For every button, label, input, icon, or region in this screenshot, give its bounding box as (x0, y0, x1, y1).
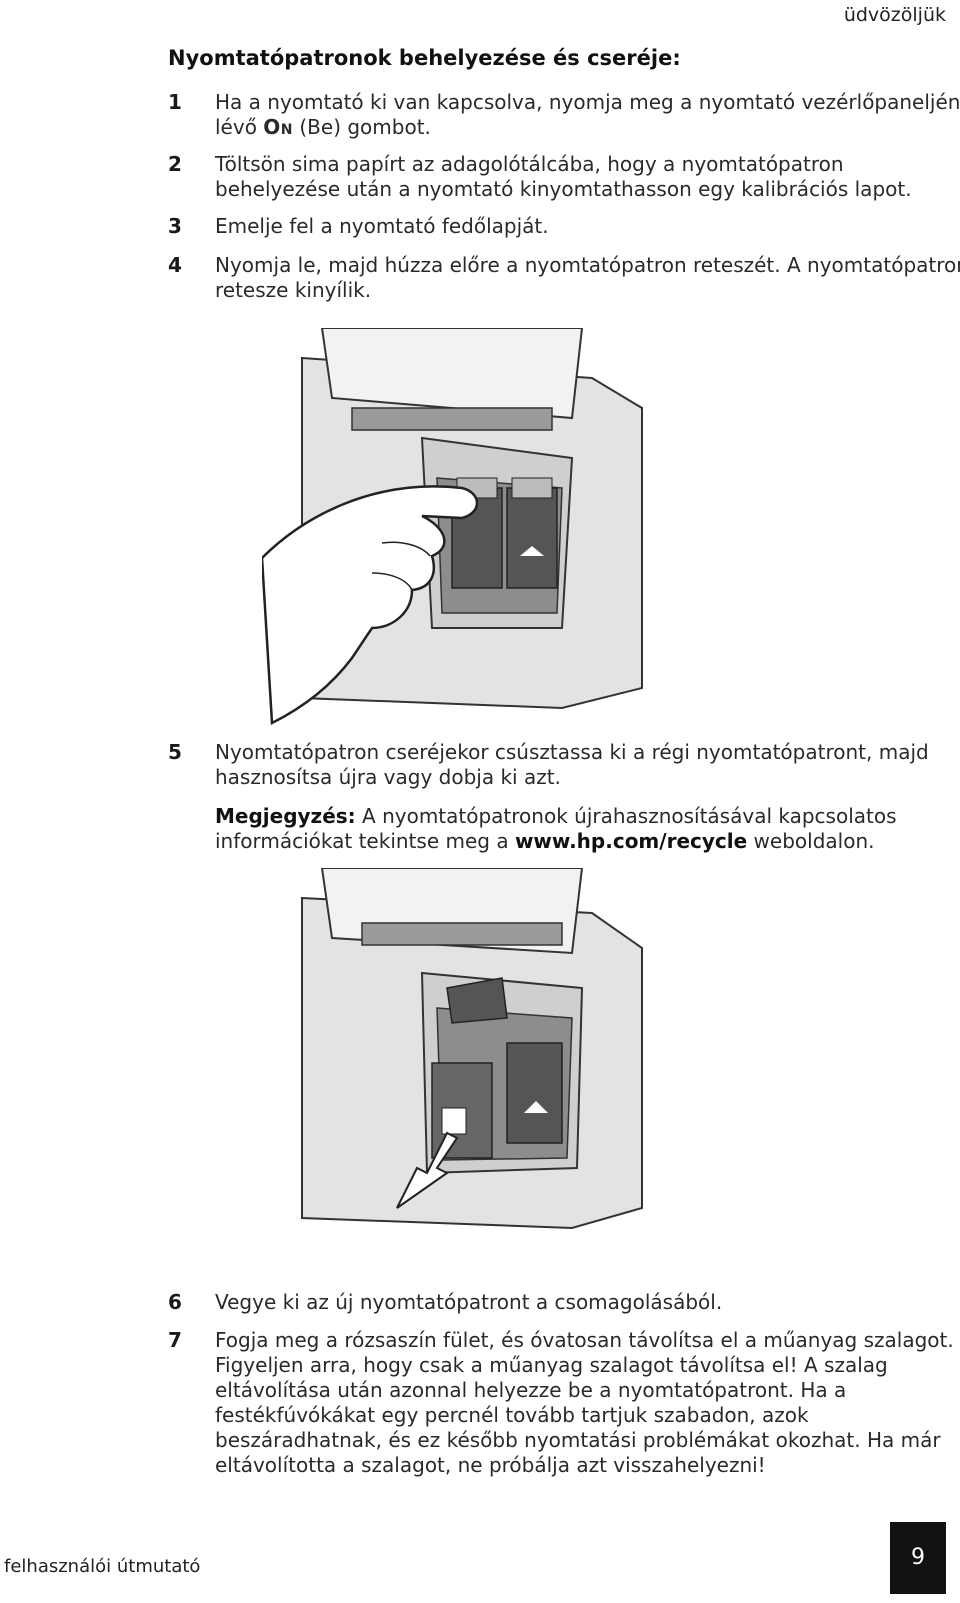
footer-guide-title: felhasználói útmutató (4, 1556, 201, 1577)
step-text: Vegye ki az új nyomtatópatront a csomago… (215, 1290, 723, 1314)
section-title: Nyomtatópatronok behelyezése és cseréje: (168, 46, 681, 70)
step-number: 7 (168, 1328, 182, 1352)
step-number: 4 (168, 253, 182, 277)
step-number: 5 (168, 740, 182, 764)
step-number: 3 (168, 214, 182, 238)
step-text: Fogja meg a rózsaszín fület, és óvatosan… (215, 1328, 954, 1477)
note-label: Megjegyzés: (215, 804, 356, 828)
on-key-label: On (263, 115, 294, 139)
cartridge-removal-illustration (301, 868, 643, 1230)
step-number: 1 (168, 90, 182, 114)
recycle-note: Megjegyzés: A nyomtatópatronok újrahaszn… (215, 804, 897, 853)
recycle-url[interactable]: www.hp.com/recycle (514, 829, 748, 853)
page-number: 9 (890, 1522, 946, 1594)
step-text: Ha a nyomtató ki van kapcsolva, nyomja m… (215, 90, 960, 139)
step-text: Nyomja le, majd húzza előre a nyomtatópa… (215, 253, 960, 302)
cartridge-latch-illustration (262, 328, 643, 725)
section-header: üdvözöljük (843, 4, 946, 26)
step-text: Emelje fel a nyomtató fedőlapját. (215, 214, 549, 238)
step-text: Nyomtatópatron cseréjekor csúsztassa ki … (215, 740, 929, 789)
step-text: Töltsön sima papírt az adagolótálcába, h… (215, 152, 912, 201)
step-number: 6 (168, 1290, 182, 1314)
step-number: 2 (168, 152, 182, 176)
